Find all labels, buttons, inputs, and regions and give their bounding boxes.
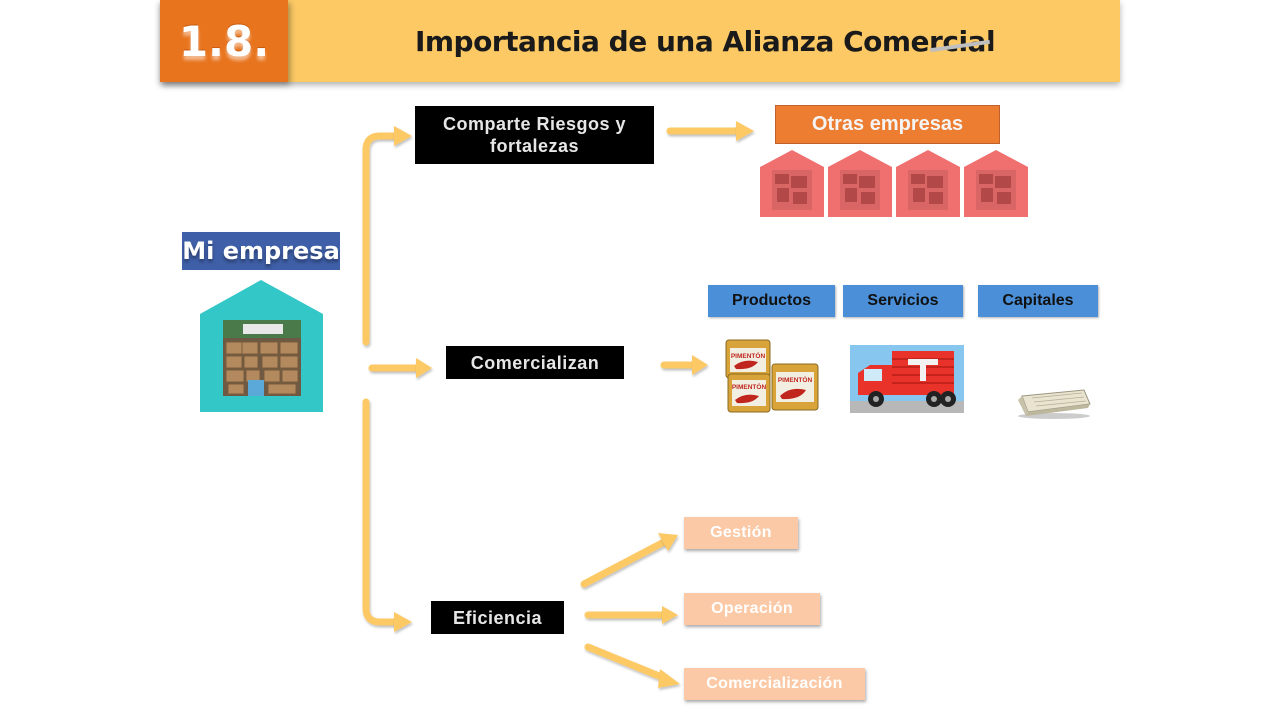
tab-capitales: Capitales — [978, 285, 1098, 317]
arrowhead-comercializan-products — [692, 355, 708, 375]
can-label: PIMENTÓN — [732, 382, 767, 391]
bracket-down-connector — [362, 398, 400, 626]
can-label: PIMENTÓN — [731, 351, 766, 360]
pimenton-cans-icon: PIMENTÓN PIMENTÓN PIMENTÓN — [725, 339, 819, 413]
bracket-up-connector — [362, 132, 400, 346]
company-house-icon — [964, 150, 1028, 217]
arrowhead-riesgos-otras — [736, 121, 754, 141]
otras-empresas-label: Otras empresas — [775, 105, 1000, 144]
eficiencia-box: Eficiencia — [431, 601, 564, 634]
delivery-truck-icon — [850, 345, 964, 413]
section-number: 1.8. — [160, 0, 288, 82]
mi-empresa-label: Mi empresa — [182, 232, 340, 270]
gestion-box: Gestión — [684, 517, 798, 549]
money-stack-icon — [1018, 389, 1091, 419]
arrowhead-comercializacion — [658, 669, 680, 688]
arrow-eficiencia-gestion — [580, 538, 668, 588]
can-icon: PIMENTÓN — [727, 373, 771, 413]
arrowhead-gestion — [658, 533, 678, 551]
tab-servicios: Servicios — [843, 285, 963, 317]
can-label: PIMENTÓN — [778, 375, 813, 384]
arrowhead-down — [394, 612, 412, 632]
company-house-icon — [828, 150, 892, 217]
can-icon: PIMENTÓN — [771, 363, 819, 411]
can-icon: PIMENTÓN — [725, 339, 771, 379]
riesgos-box: Comparte Riesgos y fortalezas — [415, 106, 654, 164]
arrowhead-up — [394, 126, 412, 146]
comercializan-box: Comercializan — [446, 346, 624, 379]
comercializacion-box: Comercialización — [684, 668, 865, 700]
company-house-icon — [760, 150, 824, 217]
arrow-eficiencia-comercializacion — [584, 643, 668, 682]
otras-empresas-houses — [760, 150, 1028, 217]
arrowhead-operacion — [662, 606, 678, 624]
tab-productos: Productos — [708, 285, 835, 317]
page-title: Importancia de una Alianza Comercial — [414, 24, 996, 58]
mi-empresa-house-icon — [200, 280, 323, 412]
operacion-box: Operación — [684, 593, 820, 625]
company-house-icon — [896, 150, 960, 217]
header-bar — [160, 0, 1120, 82]
arrowhead-middle — [416, 358, 432, 378]
